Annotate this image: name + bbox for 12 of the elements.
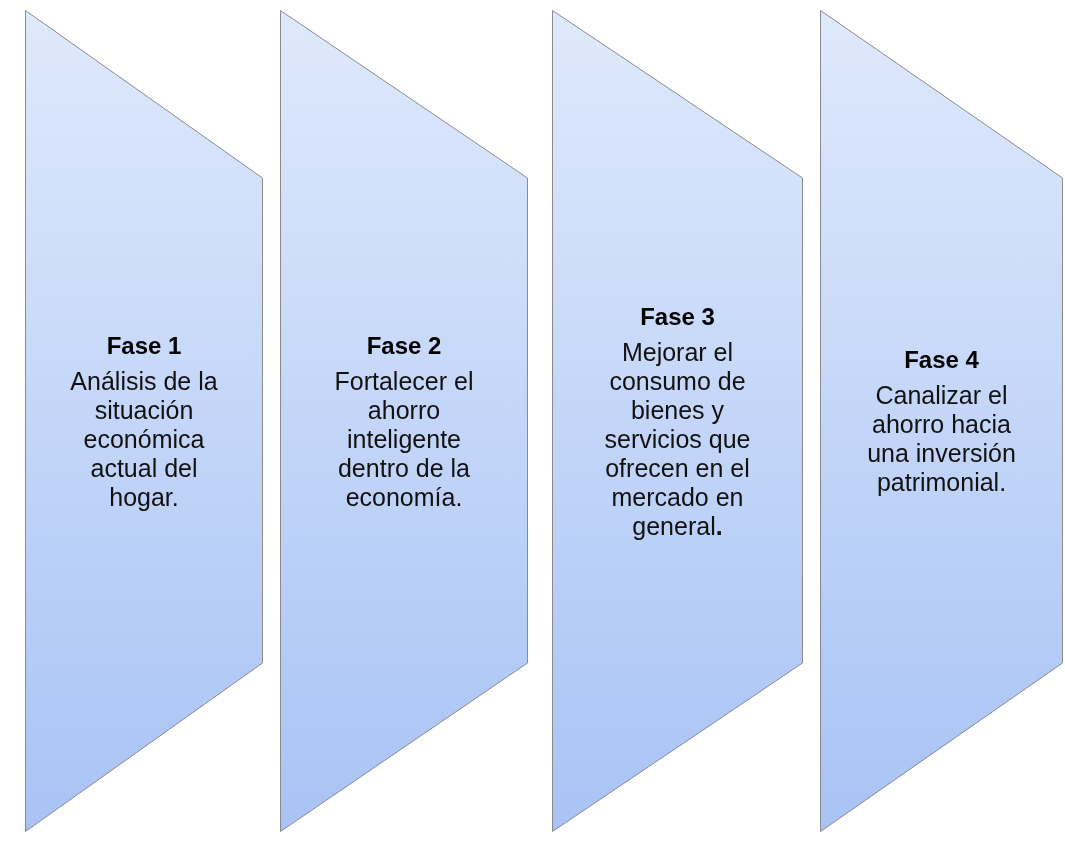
phase-description: Análisis de la situación económica actual del hogar. xyxy=(69,366,219,512)
phase-heading: Fase 1 xyxy=(106,330,182,361)
phase-heading: Fase 3 xyxy=(640,301,715,332)
phase-heading: Fase 4 xyxy=(904,345,979,375)
phase-panel xyxy=(552,10,803,832)
phase-description: Fortalecer el ahorro inteligente dentro de la economía. xyxy=(333,366,475,512)
phase-panel xyxy=(820,10,1063,832)
phase-panel xyxy=(25,10,263,832)
phase-description: Mejorar el consumo de bienes y servicios que ofrecen en el mercado en general. xyxy=(603,337,752,541)
phase-description: Canalizar el ahorro hacia una inversión patrimonial. xyxy=(866,381,1017,497)
phase-heading: Fase 2 xyxy=(366,330,442,361)
phase-panel xyxy=(280,10,528,832)
